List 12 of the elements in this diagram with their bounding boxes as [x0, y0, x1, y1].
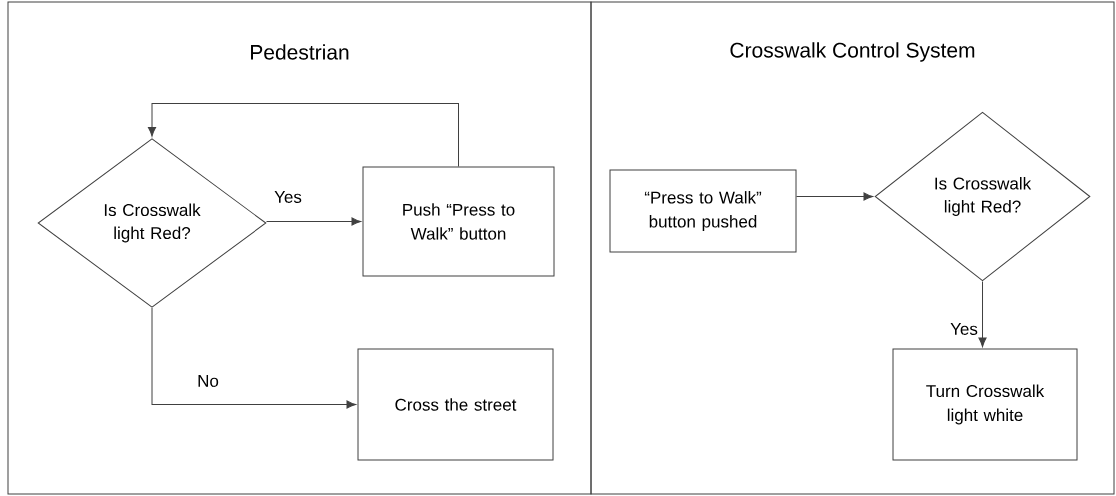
arrow — [151, 307, 357, 409]
process-box: Turn Crosswalk light white — [892, 348, 1078, 461]
edge-label: Yes — [272, 189, 304, 205]
arrow — [796, 192, 874, 201]
process-box: Cross the street — [357, 348, 554, 461]
arrow — [266, 217, 362, 226]
process-box: “Press to Walk” button pushed — [609, 169, 797, 253]
process-box: Push “Press to Walk” button — [362, 166, 555, 277]
edge-label: Yes — [948, 321, 980, 337]
arrow — [978, 280, 987, 348]
edge-label: No — [195, 373, 221, 389]
arrow — [147, 103, 459, 167]
